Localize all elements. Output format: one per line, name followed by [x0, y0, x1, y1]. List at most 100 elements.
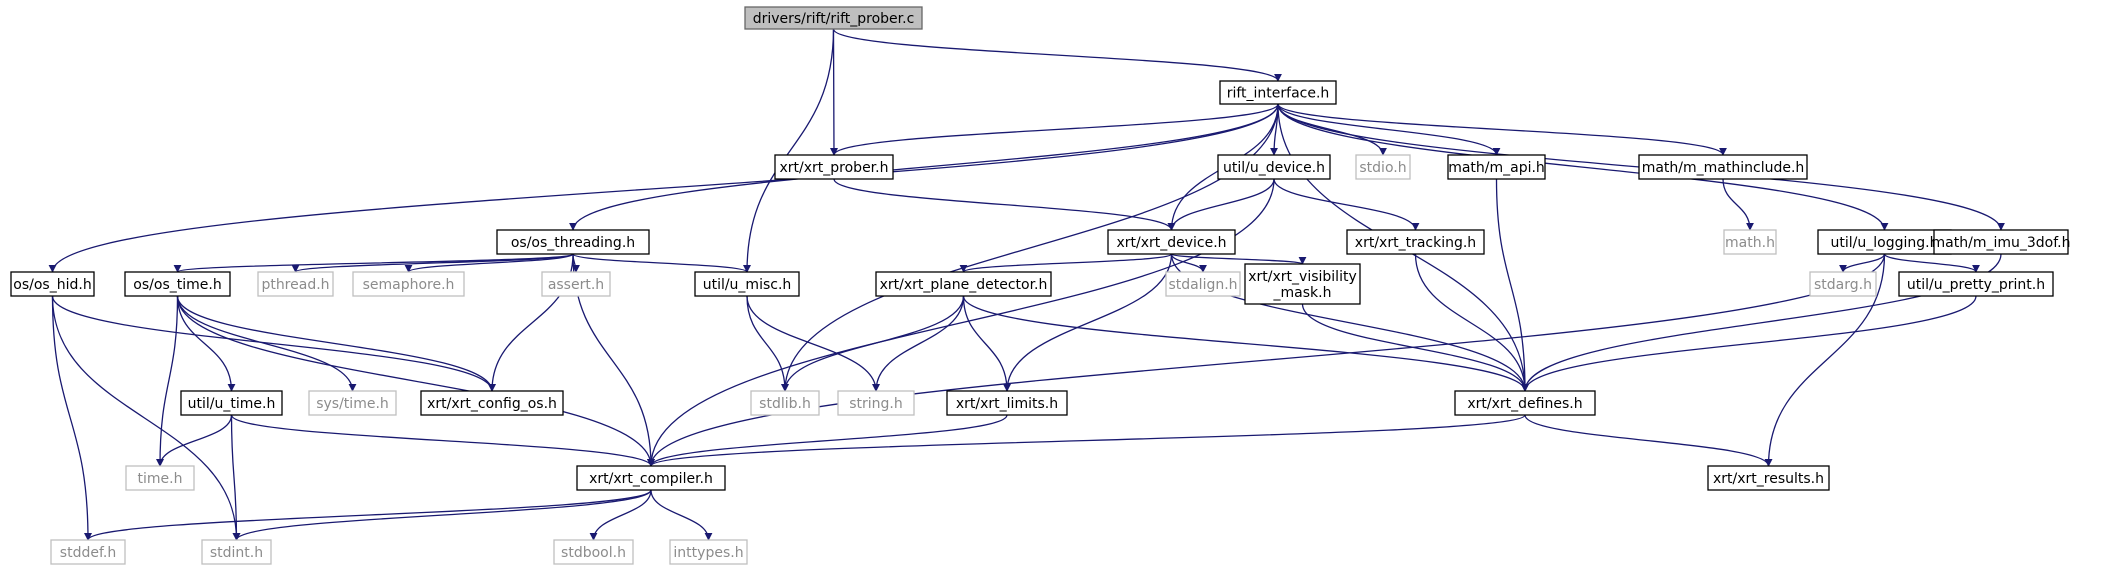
- node-semaphore: semaphore.h: [352, 271, 465, 297]
- node-stdlib-box: [750, 390, 820, 416]
- edge-xrt-limits-to-xrt-compiler: [647, 414, 1008, 467]
- node-pthread-box: [257, 271, 334, 297]
- node-stdarg: stdarg.h: [1809, 271, 1877, 297]
- node-config-os[interactable]: xrt/xrt_config_os.h: [420, 390, 564, 416]
- node-stdalign-label: stdalign.h: [1168, 277, 1237, 293]
- node-xrt-prober-box: [774, 154, 894, 180]
- node-rift-if[interactable]: rift_interface.h: [1219, 80, 1337, 105]
- node-xrt-prober-label: xrt/xrt_prober.h: [780, 160, 889, 176]
- node-vis-mask-label: _mask.h: [1273, 285, 1332, 301]
- node-config-os-box: [420, 390, 564, 416]
- edge-xrt-device-to-plane-det: [959, 253, 1173, 273]
- node-sys-time: sys/time.h: [308, 390, 397, 416]
- node-m-api-box: [1447, 154, 1546, 180]
- node-vis-mask[interactable]: xrt/xrt_visibility_mask.h: [1244, 263, 1361, 305]
- edge-m-api-to-xrt-defines: [1495, 178, 1529, 392]
- node-xrt-results[interactable]: xrt/xrt_results.h: [1707, 465, 1830, 491]
- nodes-layer: drivers/rift/rift_prober.c rift_interface…: [10, 6, 2071, 565]
- edge-u-misc-to-stdlib: [746, 295, 789, 392]
- node-m-api[interactable]: math/m_api.h: [1447, 154, 1546, 180]
- node-u-device[interactable]: util/u_device.h: [1217, 154, 1331, 180]
- node-plane-det-box: [875, 271, 1052, 297]
- node-assert: assert.h: [541, 271, 611, 297]
- node-xrt-defines-box: [1454, 390, 1596, 416]
- node-config-os-label: xrt/xrt_config_os.h: [427, 396, 557, 412]
- node-xrt-tracking-box: [1346, 229, 1485, 255]
- edge-os-time-to-time-h: [156, 295, 179, 467]
- node-stdbool-box: [553, 539, 634, 565]
- node-semaphore-label: semaphore.h: [363, 277, 455, 293]
- edge-u-device-to-xrt-device: [1167, 178, 1275, 231]
- edge-u-misc-to-string-h: [746, 295, 880, 392]
- node-xrt-device[interactable]: xrt/xrt_device.h: [1107, 229, 1236, 255]
- node-xrt-results-box: [1707, 465, 1830, 491]
- edge-xrt-prober-to-xrt-device: [833, 178, 1176, 231]
- node-u-time[interactable]: util/u_time.h: [180, 390, 283, 416]
- node-m-mathinclude-box: [1638, 154, 1808, 180]
- node-inttypes: inttypes.h: [669, 539, 748, 565]
- node-string-h-box: [837, 390, 915, 416]
- node-os-threading-box: [496, 229, 650, 255]
- node-stdint: stdint.h: [201, 539, 272, 565]
- node-pthread: pthread.h: [257, 271, 334, 297]
- node-stdio-label: stdio.h: [1359, 160, 1406, 176]
- node-assert-label: assert.h: [548, 277, 604, 293]
- node-xrt-tracking[interactable]: xrt/xrt_tracking.h: [1346, 229, 1485, 255]
- node-pretty-print-label: util/u_pretty_print.h: [1907, 277, 2045, 293]
- node-xrt-limits-box: [946, 390, 1068, 416]
- edge-os-hid-to-config-os: [51, 295, 496, 392]
- edge-rift-if-to-xrt-prober: [830, 103, 1279, 156]
- node-rift-if-label: rift_interface.h: [1227, 86, 1330, 102]
- node-xrt-limits[interactable]: xrt/xrt_limits.h: [946, 390, 1068, 416]
- node-vis-mask-box: [1244, 263, 1361, 305]
- edge-u-logging-to-stdarg: [1839, 253, 1886, 273]
- edge-root-to-rift-if: [832, 28, 1282, 82]
- edge-xrt-device-to-vis-mask: [1170, 253, 1307, 265]
- node-xrt-defines[interactable]: xrt/xrt_defines.h: [1454, 390, 1596, 416]
- node-semaphore-box: [352, 271, 465, 297]
- edge-u-time-to-time-h: [156, 414, 233, 467]
- node-os-time[interactable]: os/os_time.h: [124, 271, 231, 297]
- node-u-logging-box: [1817, 229, 1952, 255]
- node-assert-box: [541, 271, 611, 297]
- node-u-misc-label: util/u_misc.h: [703, 277, 792, 293]
- node-u-time-label: util/u_time.h: [188, 396, 276, 412]
- edge-plane-det-to-xrt-defines: [962, 295, 1529, 392]
- node-stdbool: stdbool.h: [553, 539, 634, 565]
- edge-u-device-to-xrt-tracking: [1273, 178, 1420, 231]
- node-xrt-prober[interactable]: xrt/xrt_prober.h: [774, 154, 894, 180]
- edge-plane-det-to-string-h: [872, 295, 965, 392]
- node-sys-time-box: [308, 390, 397, 416]
- node-pretty-print[interactable]: util/u_pretty_print.h: [1898, 271, 2054, 297]
- node-os-threading[interactable]: os/os_threading.h: [496, 229, 650, 255]
- node-xrt-compiler-label: xrt/xrt_compiler.h: [589, 471, 713, 487]
- node-u-device-box: [1217, 154, 1331, 180]
- node-xrt-compiler[interactable]: xrt/xrt_compiler.h: [576, 465, 726, 491]
- node-os-hid[interactable]: os/os_hid.h: [10, 271, 95, 297]
- node-m-imu-3dof[interactable]: math/m_imu_3dof.h: [1932, 229, 2071, 255]
- node-u-logging[interactable]: util/u_logging.h: [1817, 229, 1952, 255]
- edge-u-logging-to-xrt-results: [1764, 253, 1886, 467]
- edge-xrt-device-to-xrt-limits: [1003, 253, 1173, 392]
- node-root[interactable]: drivers/rift/rift_prober.c: [744, 6, 923, 30]
- edge-u-device-to-xrt-compiler: [647, 178, 1275, 467]
- edge-u-time-to-xrt-compiler: [230, 414, 655, 467]
- node-m-mathinclude[interactable]: math/m_mathinclude.h: [1638, 154, 1808, 180]
- edge-os-hid-to-stddef: [51, 295, 92, 541]
- node-m-api-label: math/m_api.h: [1448, 160, 1545, 176]
- node-stddef-box: [50, 539, 126, 565]
- node-vis-mask-label: xrt/xrt_visibility: [1248, 269, 1356, 285]
- node-u-misc[interactable]: util/u_misc.h: [694, 271, 800, 297]
- node-xrt-device-box: [1107, 229, 1236, 255]
- node-u-logging-label: util/u_logging.h: [1831, 235, 1939, 251]
- node-plane-det-label: xrt/xrt_plane_detector.h: [880, 277, 1048, 293]
- node-xrt-results-label: xrt/xrt_results.h: [1713, 471, 1824, 487]
- node-plane-det[interactable]: xrt/xrt_plane_detector.h: [875, 271, 1052, 297]
- edge-xrt-compiler-to-stddef: [84, 489, 652, 541]
- node-math-h-label: math.h: [1725, 235, 1775, 251]
- node-u-time-box: [180, 390, 283, 416]
- node-stdio: stdio.h: [1355, 154, 1411, 180]
- node-time-h: time.h: [125, 465, 195, 491]
- edge-rift-if-to-m-mathinclude: [1277, 103, 1727, 156]
